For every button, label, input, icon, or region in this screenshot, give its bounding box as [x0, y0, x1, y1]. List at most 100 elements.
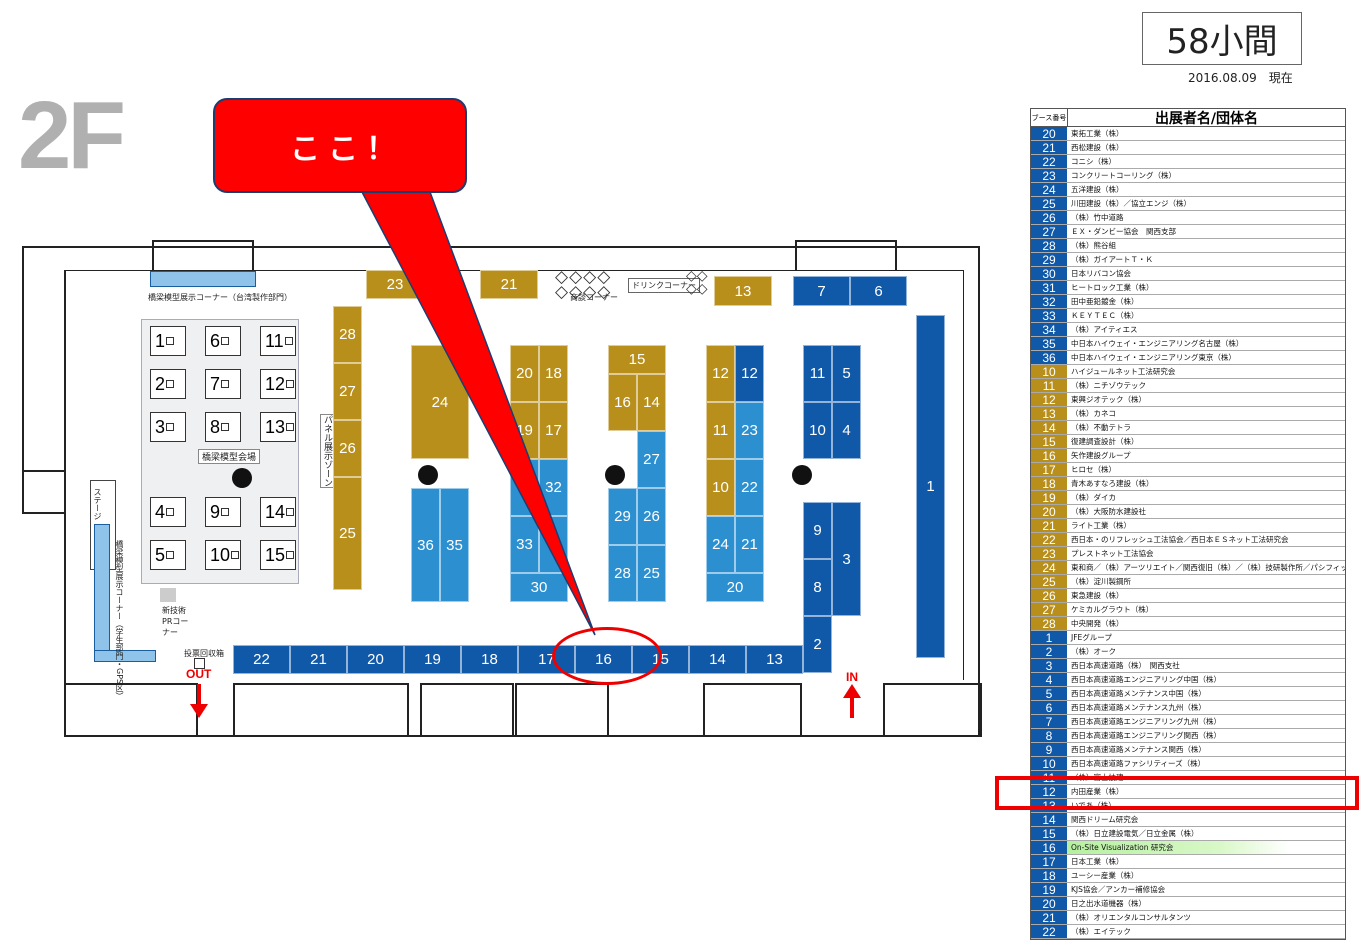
booth-number-cell: 36 — [1031, 351, 1067, 365]
booth-27-gold[interactable]: 27 — [333, 363, 362, 420]
booth-14-gold[interactable]: 14 — [637, 374, 666, 431]
booth-20-bottom[interactable]: 20 — [347, 645, 404, 674]
booth-19-bottom[interactable]: 19 — [404, 645, 461, 674]
meeting-corner-label: 商談コーナー — [570, 293, 618, 302]
booth-21-blue[interactable]: 21 — [735, 516, 764, 573]
booth-2[interactable]: 2 — [803, 616, 832, 673]
booth-number-cell: 22 — [1031, 533, 1067, 547]
booth-29[interactable]: 29 — [608, 488, 637, 545]
booth-28[interactable]: 28 — [608, 545, 637, 602]
booth-15-gold[interactable]: 15 — [608, 345, 666, 374]
booth-number-cell: 4 — [1031, 673, 1067, 687]
booth-13-bottom[interactable]: 13 — [746, 645, 803, 674]
booth-30[interactable]: 30 — [510, 573, 568, 602]
exhibit-number: 6 — [210, 330, 221, 351]
booth-8[interactable]: 8 — [803, 559, 832, 616]
exhibitor-name-cell: （株）不動テトラ — [1071, 423, 1131, 432]
booth-number-cell: 17 — [1031, 463, 1067, 477]
booth-13-gold[interactable]: 13 — [714, 276, 772, 306]
ballot-box — [194, 658, 205, 669]
exhibit-model[interactable]: 5 — [150, 540, 186, 570]
booth-number-cell: 22 — [1031, 155, 1067, 169]
booth-20-blue[interactable]: 20 — [706, 573, 764, 602]
booth-number-cell: 5 — [1031, 687, 1067, 701]
col-booth-no: ブース番号 — [1031, 109, 1068, 126]
exhibit-stand-icon — [221, 380, 230, 388]
exhibit-model[interactable]: 15 — [260, 540, 296, 570]
booth-4[interactable]: 4 — [832, 402, 861, 459]
booth-33[interactable]: 33 — [510, 516, 539, 573]
booth-12-gold[interactable]: 12 — [706, 345, 735, 402]
booth-28-gold[interactable]: 28 — [333, 306, 362, 363]
booth-16-gold[interactable]: 16 — [608, 374, 637, 431]
booth-26-gold[interactable]: 26 — [333, 420, 362, 477]
booth-number-cell: 8 — [1031, 729, 1067, 743]
exhibitor-name-cell: （株）ニチゾウテック — [1071, 381, 1146, 390]
booth-35[interactable]: 35 — [440, 488, 469, 602]
booth-11-blue[interactable]: 11 — [803, 345, 832, 402]
exhibitor-name-cell: ハイジュールネット工法研究会 — [1071, 367, 1176, 376]
booth-number-cell: 3 — [1031, 659, 1067, 673]
booth-1[interactable]: 1 — [916, 315, 945, 658]
exhibit-model[interactable]: 7 — [205, 369, 241, 399]
booth-18-gold[interactable]: 18 — [539, 345, 568, 402]
booth-6[interactable]: 6 — [850, 276, 907, 306]
booth-7[interactable]: 7 — [793, 276, 850, 306]
exhibit-model[interactable]: 9 — [205, 497, 241, 527]
exhibit-model[interactable]: 10 — [205, 540, 241, 570]
booth-22-blue[interactable]: 22 — [735, 459, 764, 516]
exhibit-number: 14 — [265, 501, 286, 522]
booth-25[interactable]: 25 — [637, 545, 666, 602]
exhibit-model[interactable]: 12 — [260, 369, 296, 399]
exhibit-model[interactable]: 8 — [205, 412, 241, 442]
callout-bubble — [213, 98, 467, 193]
outer-wall-top — [22, 246, 980, 248]
booth-27[interactable]: 27 — [637, 431, 666, 488]
exhibit-model[interactable]: 13 — [260, 412, 296, 442]
booth-10-gold[interactable]: 10 — [706, 459, 735, 516]
booth-25-gold[interactable]: 25 — [333, 477, 362, 590]
booth-11-gold[interactable]: 11 — [706, 402, 735, 459]
booth-17-gold[interactable]: 17 — [539, 402, 568, 459]
exhibit-model[interactable]: 3 — [150, 412, 186, 442]
booth-number-cell: 16 — [1031, 449, 1067, 463]
exhibit-model[interactable]: 4 — [150, 497, 186, 527]
booth-18-bottom[interactable]: 18 — [461, 645, 518, 674]
booth-20-gold[interactable]: 20 — [510, 345, 539, 402]
booth-number-cell: 21 — [1031, 911, 1067, 925]
booth-5[interactable]: 5 — [832, 345, 861, 402]
exhibitor-name-cell: 青木あすなろ建設（株） — [1071, 479, 1154, 488]
floor-label: 2F — [18, 82, 126, 189]
exhibit-model[interactable]: 2 — [150, 369, 186, 399]
booth-24-gold[interactable]: 24 — [411, 345, 469, 459]
booth-36[interactable]: 36 — [411, 488, 440, 602]
booth-14-bottom[interactable]: 14 — [689, 645, 746, 674]
booth-9[interactable]: 9 — [803, 502, 832, 559]
exhibit-model[interactable]: 14 — [260, 497, 296, 527]
booth-number-cell: 16 — [1031, 841, 1067, 855]
exhibit-number: 3 — [155, 416, 166, 437]
booth-26[interactable]: 26 — [637, 488, 666, 545]
booth-10-blue[interactable]: 10 — [803, 402, 832, 459]
exhibit-model[interactable]: 6 — [205, 326, 241, 356]
exhibit-model[interactable]: 1 — [150, 326, 186, 356]
booth-24-blue[interactable]: 24 — [706, 516, 735, 573]
booth-23-blue[interactable]: 23 — [735, 402, 764, 459]
exhibit-model[interactable]: 11 — [260, 326, 296, 356]
booth-22-bottom[interactable]: 22 — [233, 645, 290, 674]
booth-number-cell: 23 — [1031, 547, 1067, 561]
booth-number-cell: 2 — [1031, 645, 1067, 659]
booth-number-cell: 11 — [1031, 379, 1067, 393]
booth-12-blue[interactable]: 12 — [735, 345, 764, 402]
booth-21-gold[interactable]: 21 — [480, 270, 538, 299]
booth-21-bottom[interactable]: 21 — [290, 645, 347, 674]
booth-3[interactable]: 3 — [832, 502, 861, 616]
